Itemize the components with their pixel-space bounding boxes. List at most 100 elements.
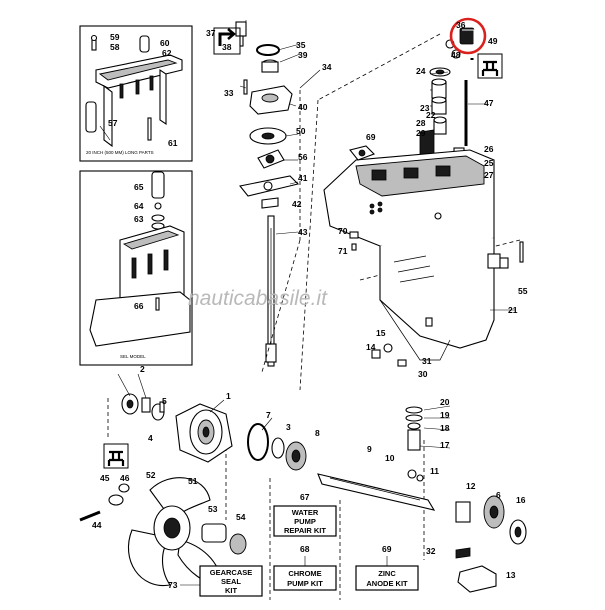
callout-25: 25 [484, 158, 494, 168]
kit-box-zinc-anode: ZINC ANODE KIT 69 [355, 544, 419, 591]
kit-chrome-line2: PUMP KIT [287, 579, 323, 588]
kit-box-water-pump: WATER PUMP REPAIR KIT 67 [273, 492, 337, 537]
kit-gearcase-line3: KIT [225, 586, 238, 595]
kit-number-zinc: 69 [382, 544, 392, 554]
callout-29: 29 [416, 128, 426, 138]
callout-40: 40 [298, 102, 308, 112]
kit-gearcase-line2: SEAL [221, 577, 241, 586]
callout-61: 61 [168, 138, 178, 148]
callout-31: 31 [422, 356, 432, 366]
callout-71: 71 [338, 246, 348, 256]
callout-8: 8 [315, 428, 320, 438]
callout-49: 49 [488, 36, 498, 46]
callout-2: 2 [140, 364, 145, 374]
callout-38: 38 [222, 42, 232, 52]
callout-45: 45 [100, 473, 110, 483]
callout-64: 64 [134, 201, 144, 211]
callout-13: 13 [506, 570, 516, 580]
callout-51: 51 [188, 476, 198, 486]
callout-24: 24 [416, 66, 426, 76]
callout-63: 63 [134, 214, 144, 224]
callout-35: 35 [296, 40, 306, 50]
callout-1: 1 [226, 391, 231, 401]
kit-number-chrome: 68 [300, 544, 310, 554]
callout-19: 19 [440, 410, 450, 420]
propeller-shaft-assembly [121, 393, 527, 593]
callout-3: 3 [286, 422, 291, 432]
callout-14: 14 [366, 342, 376, 352]
callout-54: 54 [236, 512, 246, 522]
callout-21: 21 [508, 305, 518, 315]
kit-water-pump-line3: REPAIR KIT [284, 526, 326, 535]
kit-chrome-line1: CHROME [288, 569, 321, 578]
kit-zinc-line1: ZINC [378, 569, 396, 578]
callout-69: 69 [366, 132, 376, 142]
kit-zinc-line2: ANODE KIT [366, 579, 408, 588]
callout-30: 30 [418, 369, 428, 379]
kit-gearcase-line1: GEARCASE [210, 568, 253, 577]
callout-65: 65 [134, 182, 144, 192]
callout-4: 4 [148, 433, 153, 443]
callout-20: 20 [440, 397, 450, 407]
callout-37: 37 [206, 28, 216, 38]
inset-top-parts [85, 34, 183, 148]
callout-47: 47 [484, 98, 494, 108]
callout-52: 52 [146, 470, 156, 480]
inset-box-long-parts [79, 25, 193, 162]
callout-58: 58 [110, 42, 120, 52]
propeller-assembly [79, 477, 247, 587]
kit-water-pump-line1: WATER [292, 508, 319, 517]
kit-number-gearcase: 73 [168, 580, 178, 590]
callout-5: 5 [162, 396, 167, 406]
callout-56: 56 [298, 152, 308, 162]
callout-46: 46 [120, 473, 130, 483]
kit-number-water-pump: 67 [300, 492, 310, 502]
callout-9: 9 [367, 444, 372, 454]
callout-50: 50 [296, 126, 306, 136]
highlight-circle [449, 17, 487, 55]
callout-33: 33 [224, 88, 234, 98]
callout-44: 44 [92, 520, 102, 530]
inset-box-sel-model [79, 170, 193, 366]
callout-32: 32 [426, 546, 436, 556]
callout-60: 60 [160, 38, 170, 48]
callout-28: 28 [416, 118, 426, 128]
callout-59: 59 [110, 32, 120, 42]
callout-41: 41 [298, 173, 308, 183]
callout-39: 39 [298, 50, 308, 60]
inset-sel-parts [89, 171, 191, 347]
callout-10: 10 [385, 453, 395, 463]
watermark-text: nauticabasile.it [188, 287, 328, 310]
water-pump-stack [213, 20, 300, 367]
callout-17: 17 [440, 440, 450, 450]
kit-water-pump-line2: PUMP [294, 517, 316, 526]
callout-numbers: 1234567891011121314151617181920212223242… [92, 20, 528, 580]
callout-42: 42 [292, 199, 302, 209]
callout-36: 36 [456, 20, 466, 30]
callout-16: 16 [516, 495, 526, 505]
kit-box-chrome-pump: CHROME PUMP KIT 68 [273, 544, 337, 591]
callout-66: 66 [134, 301, 144, 311]
callout-62: 62 [162, 48, 172, 58]
kit-box-gearcase-seal: GEARCASE SEAL KIT 73 [168, 565, 263, 597]
callout-26: 26 [484, 144, 494, 154]
callout-18: 18 [440, 423, 450, 433]
callout-43: 43 [298, 227, 308, 237]
callout-57: 57 [108, 118, 118, 128]
shift-arrow-icon [218, 32, 232, 46]
callout-23: 23 [420, 103, 430, 113]
callout-22: 22 [426, 110, 436, 120]
callout-55: 55 [518, 286, 528, 296]
callout-27: 27 [484, 170, 494, 180]
callout-15: 15 [376, 328, 386, 338]
leader-lines [99, 43, 516, 449]
callout-7: 7 [266, 410, 271, 420]
callout-70: 70 [338, 226, 348, 236]
gearcase-housing [323, 145, 524, 367]
callout-53: 53 [208, 504, 218, 514]
callout-11: 11 [430, 466, 439, 476]
callout-6: 6 [496, 490, 501, 500]
sealant-symbol-icon [477, 53, 503, 79]
